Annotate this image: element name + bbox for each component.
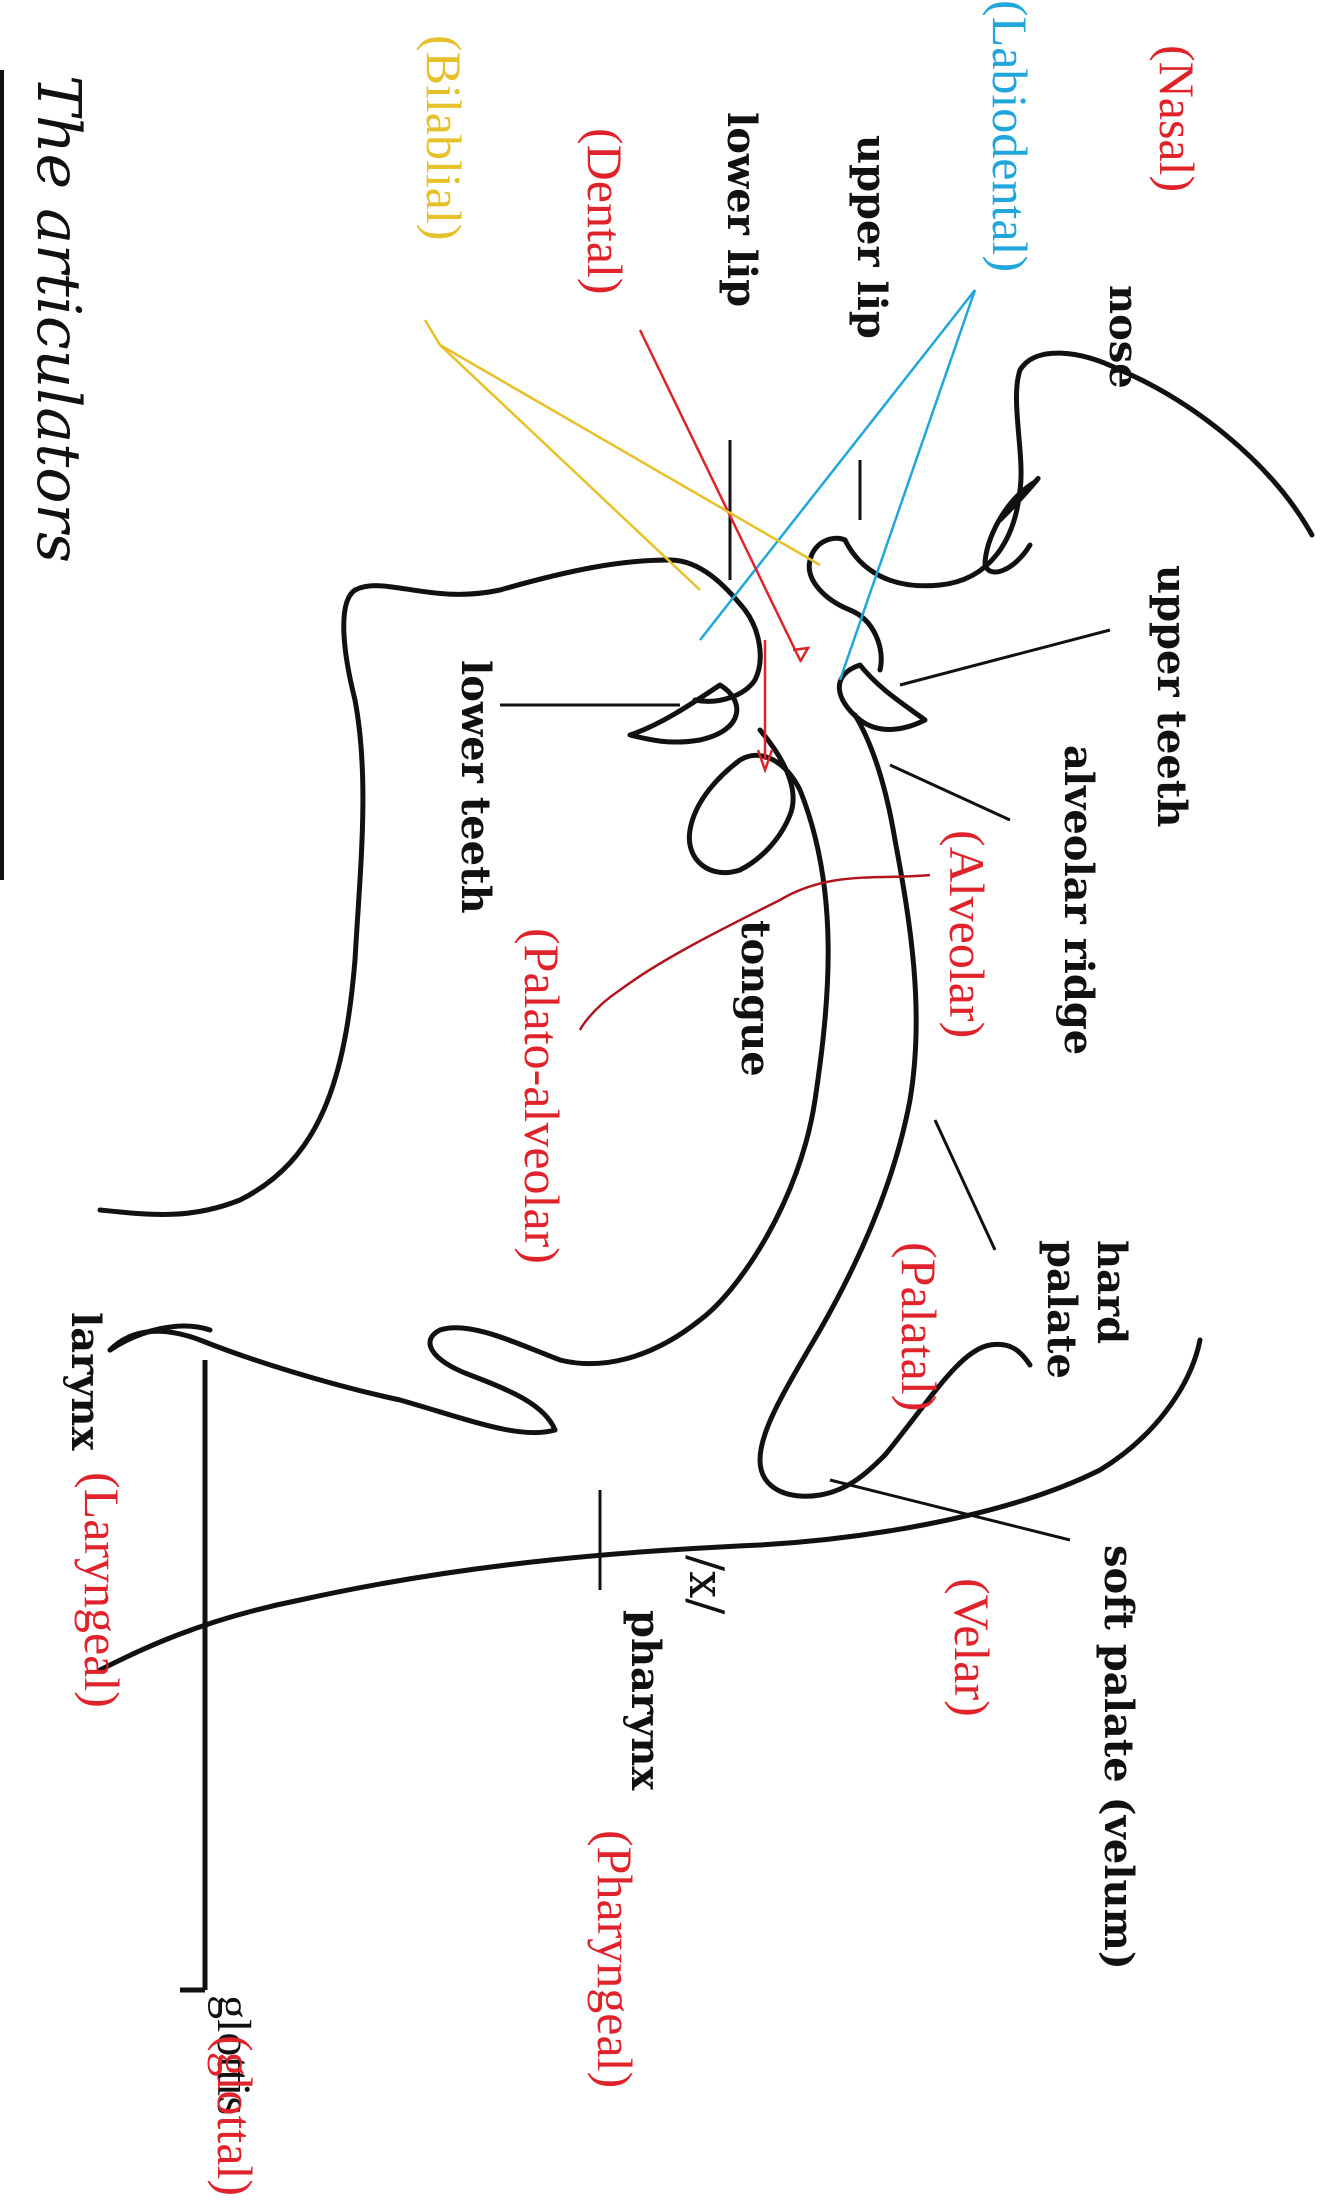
label-upper-lip: upper lip [848, 135, 895, 339]
category-bilabial: (Bilablial) [416, 35, 472, 241]
dental-arrow-2 [793, 648, 808, 662]
upper-lip-outline [809, 538, 881, 670]
category-labels: (Nasal) (Labiodental) (Dental) (Bilablia… [74, 0, 1205, 2196]
category-pharyngeal: (Pharyngeal) [587, 1830, 643, 2088]
label-tongue: tongue [732, 920, 779, 1077]
category-nasal: (Nasal) [1149, 45, 1205, 192]
label-hard: hard [1088, 1240, 1135, 1344]
label-nose: nose [1100, 285, 1147, 389]
label-larynx: larynx [62, 1312, 109, 1452]
category-palatal: (Palatal) [891, 1242, 947, 1411]
category-pointers [425, 290, 975, 1030]
upper-teeth-pointer [900, 630, 1110, 685]
label-upper-teeth: upper teeth [1148, 565, 1195, 827]
category-velar: (Velar) [944, 1578, 1000, 1717]
label-lower-teeth: lower teeth [452, 660, 499, 914]
label-alveolar-ridge: alveolar ridge [1055, 745, 1102, 1055]
bilabial-line-1 [440, 345, 700, 590]
category-labiodental: (Labiodental) [982, 0, 1038, 272]
category-laryngeal: (Laryngeal) [74, 1472, 130, 1708]
vocal-tract-outline [100, 353, 1312, 1670]
bilabial-line-0 [425, 320, 440, 345]
category-alveolar: (Alveolar) [939, 830, 995, 1038]
category-palato-alveolar: (Palato-alveolar) [514, 928, 570, 1264]
label-lower-lip: lower lip [718, 112, 765, 307]
lower-lip-outline [100, 560, 745, 1214]
upper-teeth-outline [839, 665, 925, 729]
label-pharynx: pharynx [622, 1610, 669, 1791]
anatomy-labels: nose upper lip lower lip upper teeth low… [62, 112, 1195, 1970]
nose-outline [845, 353, 1312, 586]
hard-palate-pointer [935, 1120, 995, 1250]
lower-teeth-outline [630, 685, 737, 742]
diagram-title: The articulators [23, 75, 93, 563]
category-glottal: (glottal) [207, 2035, 263, 2196]
alveolar-ridge-pointer [890, 765, 1010, 820]
label-soft-palate: soft palate (velum) [1095, 1545, 1142, 1970]
label-palate: palate [1038, 1240, 1085, 1379]
dental-line [640, 330, 800, 660]
category-dental: (Dental) [577, 128, 633, 295]
soft-palate-pointer [830, 1480, 1070, 1540]
tongue-outline [560, 730, 828, 1364]
label-x-symbol: /x/ [678, 1555, 734, 1615]
bilabial-line-2 [440, 345, 820, 565]
